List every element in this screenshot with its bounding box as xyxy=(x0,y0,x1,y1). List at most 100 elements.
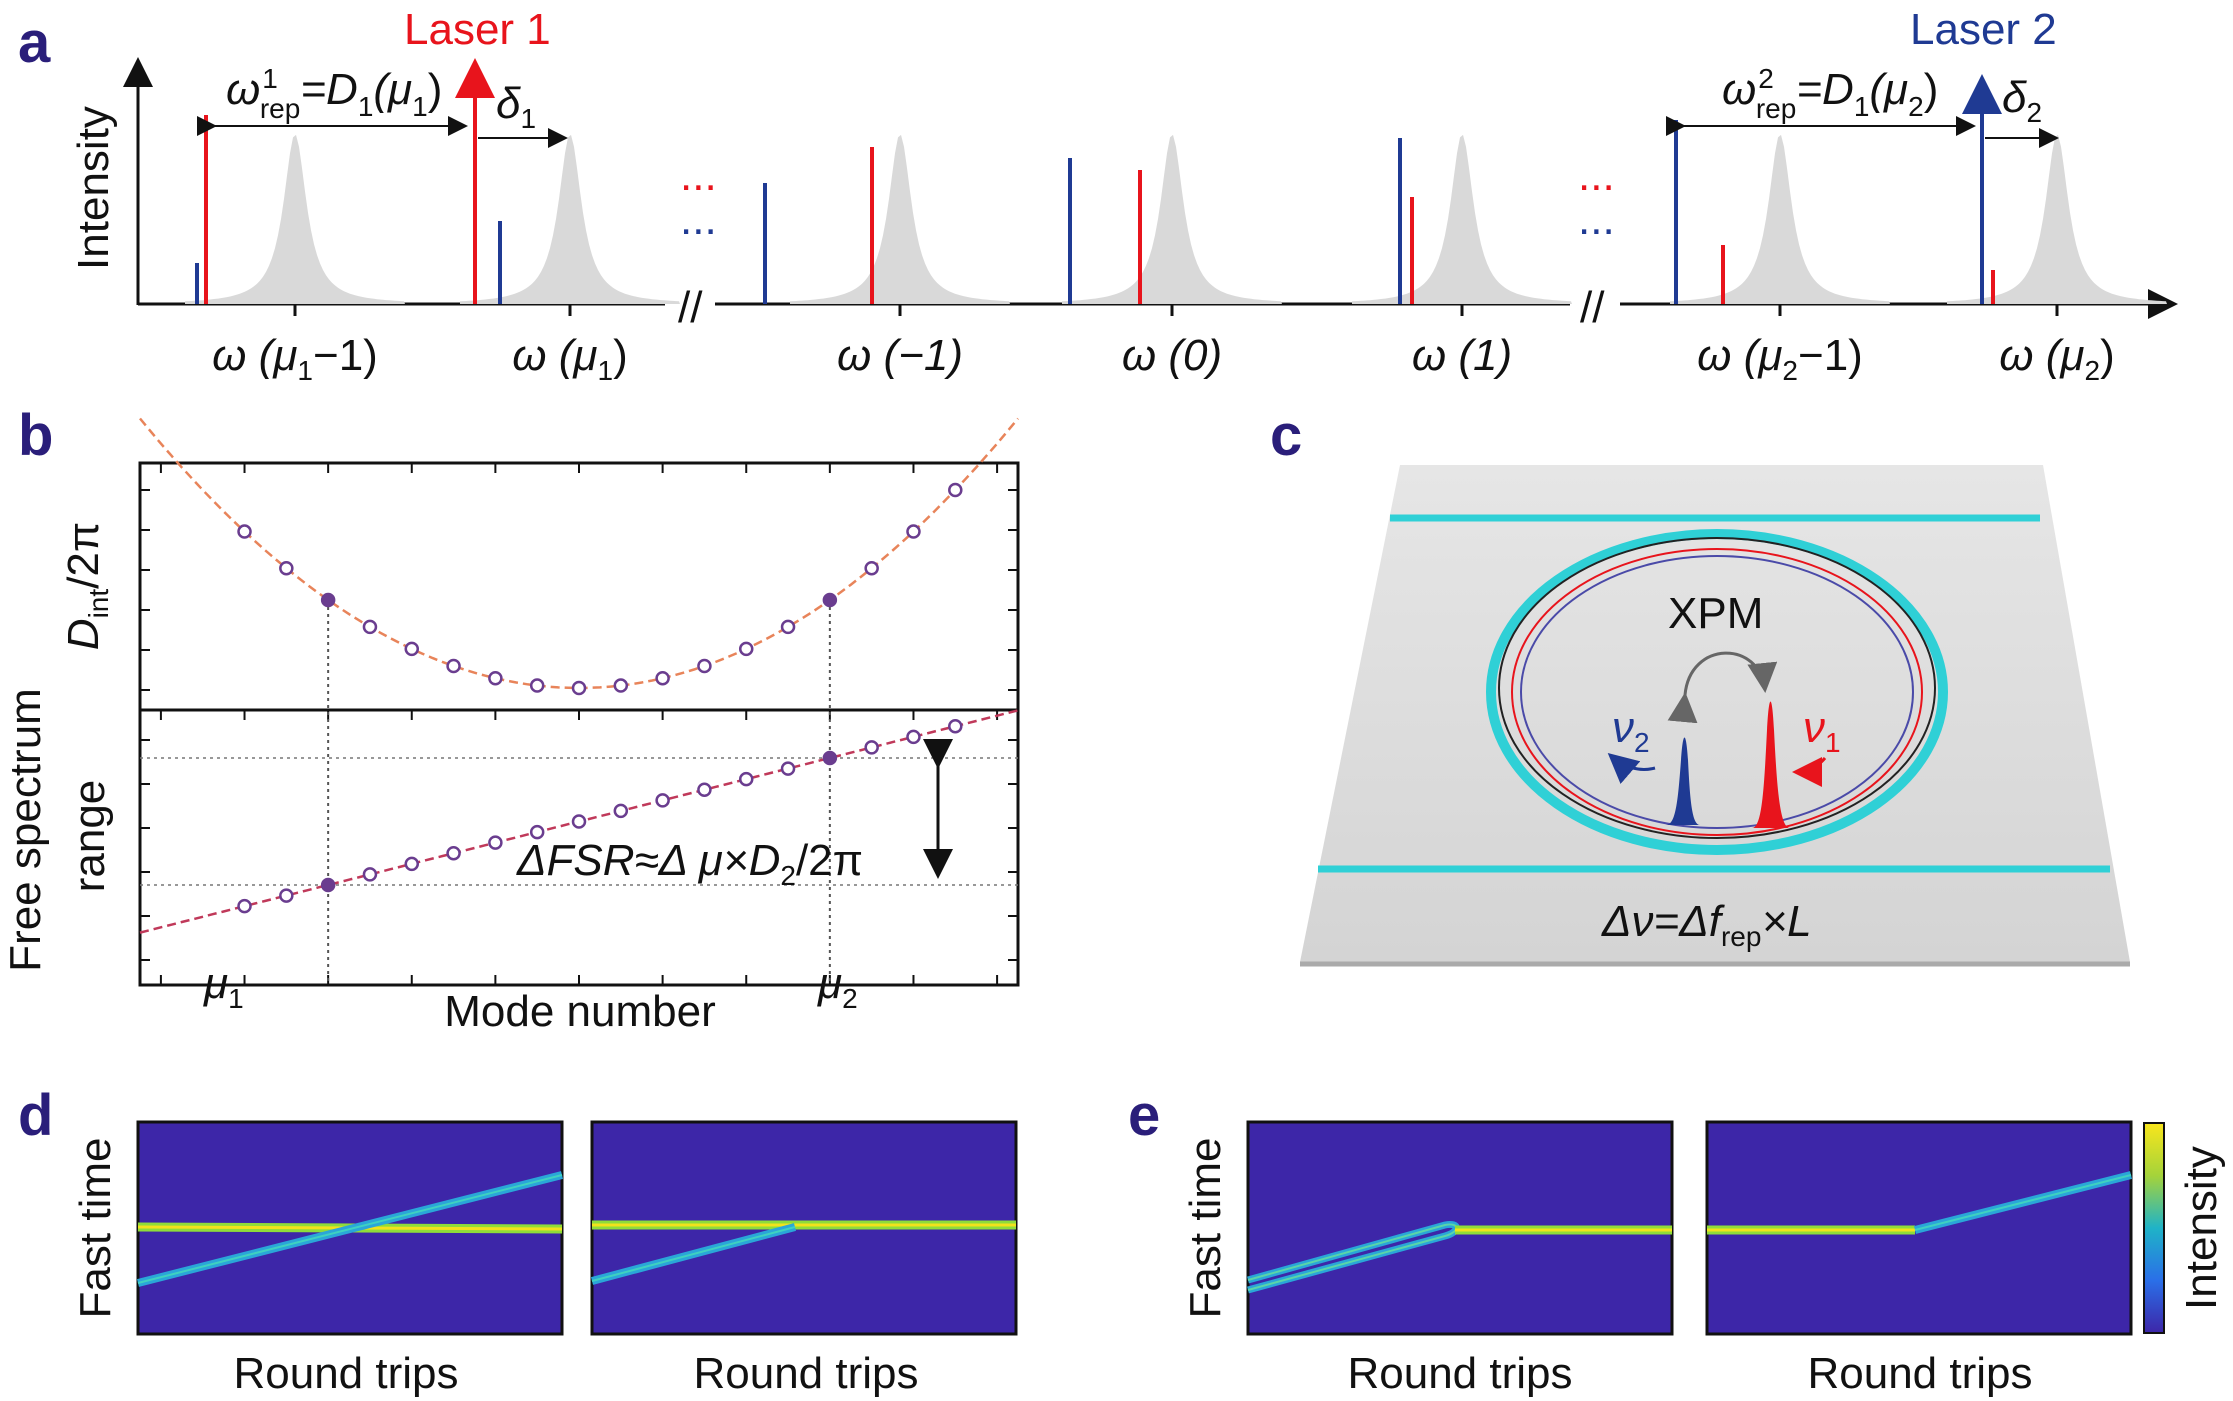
fsr-point xyxy=(906,729,921,745)
soliton-ring-red xyxy=(1511,548,1923,836)
panel-label-d: d xyxy=(18,1083,53,1148)
panel-d-ylabel: Fast time xyxy=(71,1138,120,1319)
nu2-label: ν2 xyxy=(1612,703,1650,758)
dint-point xyxy=(822,592,838,608)
axis-break-1: // xyxy=(678,283,703,332)
fsr-formula: ΔFSR≈Δ μ×D2/2π xyxy=(516,836,863,891)
soliton-blue-pulse xyxy=(1666,737,1700,825)
nu1-direction-arrow xyxy=(1792,756,1827,787)
dint-fit-curve xyxy=(139,417,1019,690)
axis-break-2: // xyxy=(1580,283,1605,332)
dint-point xyxy=(279,560,294,576)
panel-d-map-left xyxy=(136,1120,564,1336)
microring-shadow xyxy=(1498,537,1936,839)
panel-b-xlabel: Mode number xyxy=(444,987,715,1036)
mu2-label: μ2 xyxy=(817,959,858,1014)
resonance-peaks xyxy=(185,134,2167,316)
panel-a-tick-labels: ω (μ1−1)ω (μ1)ω (−1)ω (0)ω (1)ω (μ2−1)ω … xyxy=(212,331,2115,386)
fsr-ylabel-line1: Free spectrum xyxy=(1,688,50,972)
delta2-label: δ2 xyxy=(2002,73,2042,128)
dint-point xyxy=(655,670,670,686)
fsr-point xyxy=(571,814,587,829)
panel-a-tick-label: ω (μ1) xyxy=(512,331,627,386)
walkoff-formula: Δν=Δfrep×L xyxy=(1601,897,1812,952)
dint-points xyxy=(237,482,963,696)
dint-point xyxy=(697,658,712,674)
panel-d-xlabel-right: Round trips xyxy=(693,1349,918,1398)
panel-a: Intensity // // Laser 1 Laser 2 xyxy=(69,5,2178,386)
fsr-point xyxy=(738,771,754,787)
panel-d-map-right xyxy=(590,1120,1018,1336)
panel-e-xlabel-right: Round trips xyxy=(1807,1349,2032,1398)
panel-d: Fast time Round trips Round trips xyxy=(71,1120,1018,1398)
soliton-red-pulse xyxy=(1752,701,1790,828)
dint-point xyxy=(404,641,420,657)
panel-a-ylabel: Intensity xyxy=(69,106,118,270)
panel-b-guides xyxy=(140,600,1018,985)
mu1-label: μ1 xyxy=(203,959,244,1014)
fsr-points xyxy=(237,719,963,914)
panel-a-tick-label: ω (μ2) xyxy=(1999,331,2114,386)
dint-point xyxy=(948,482,963,498)
panel-b-ticks xyxy=(140,463,1018,985)
panel-a-tick-label: ω (μ2−1) xyxy=(1697,331,1863,386)
fsr-ylabel-line2: range xyxy=(65,780,114,893)
dint-point xyxy=(571,680,587,696)
dint-point xyxy=(320,592,336,608)
panel-d-xlabel-left: Round trips xyxy=(233,1349,458,1398)
panel-label-a: a xyxy=(18,10,51,75)
dint-point xyxy=(864,560,879,576)
dint-point xyxy=(780,619,796,635)
resonance-peak xyxy=(1352,134,1572,304)
panel-a-tick-label: ω (μ1−1) xyxy=(212,331,378,386)
fsr-point xyxy=(279,888,294,903)
resonance-peak xyxy=(1947,134,2167,304)
fsr-point xyxy=(822,750,838,766)
laser-1-label: Laser 1 xyxy=(404,5,551,54)
resonance-peak xyxy=(790,134,1010,304)
resonance-peak xyxy=(460,134,680,304)
dint-point xyxy=(488,670,503,686)
panel-label-c: c xyxy=(1270,403,1302,468)
chip-plate xyxy=(1300,465,2130,962)
fsr-point xyxy=(362,867,378,882)
resonance-peak xyxy=(1062,134,1282,304)
dint-point xyxy=(613,678,629,693)
colorbar xyxy=(2143,1122,2165,1334)
dint-point xyxy=(529,678,545,693)
panel-label-b: b xyxy=(18,403,53,468)
xpm-label: XPM xyxy=(1668,589,1763,638)
fsr-point xyxy=(864,740,879,755)
panel-e-map-right xyxy=(1705,1120,2133,1336)
colorbar-label: Intensity xyxy=(2177,1146,2226,1310)
panel-a-tick-label: ω (0) xyxy=(1122,331,1222,380)
ellipsis-blue-2: ... xyxy=(1578,195,1615,244)
laser-2-label: Laser 2 xyxy=(1910,5,2057,54)
soliton-ring-blue xyxy=(1520,555,1914,829)
fsr-point xyxy=(613,803,629,819)
panel-c: XPM ν2 ν1 Δν=Δfrep×L xyxy=(1300,465,2130,967)
panel-b: ΔFSR≈Δ μ×D2/2π Dint/2π Free spectrum ran… xyxy=(1,417,1020,1036)
delta1-label: δ1 xyxy=(496,79,536,134)
panel-label-e: e xyxy=(1128,1083,1160,1148)
dint-ylabel: Dint/2π xyxy=(59,522,114,650)
fsr-point xyxy=(488,835,503,850)
dint-point xyxy=(738,641,754,657)
nu1-label: ν1 xyxy=(1803,703,1841,758)
fsr-point xyxy=(446,846,461,861)
ellipsis-blue-1: ... xyxy=(680,195,717,244)
comb-lines xyxy=(195,115,1995,304)
fsr-point xyxy=(237,898,252,914)
fsr-point xyxy=(948,719,963,734)
ellipsis-red-2: ... xyxy=(1578,151,1615,200)
panel-e-map-left xyxy=(1246,1120,1674,1336)
panel-e: Fast time Intensity Round trips Round tr… xyxy=(1181,1120,2226,1398)
panel-a-tick-label: ω (−1) xyxy=(837,331,963,380)
panel-b-top-frame xyxy=(138,461,1020,712)
panel-e-xlabel-left: Round trips xyxy=(1347,1349,1572,1398)
fsr-point xyxy=(697,782,712,797)
fsr-point xyxy=(529,824,545,840)
fsr-point xyxy=(404,856,420,872)
